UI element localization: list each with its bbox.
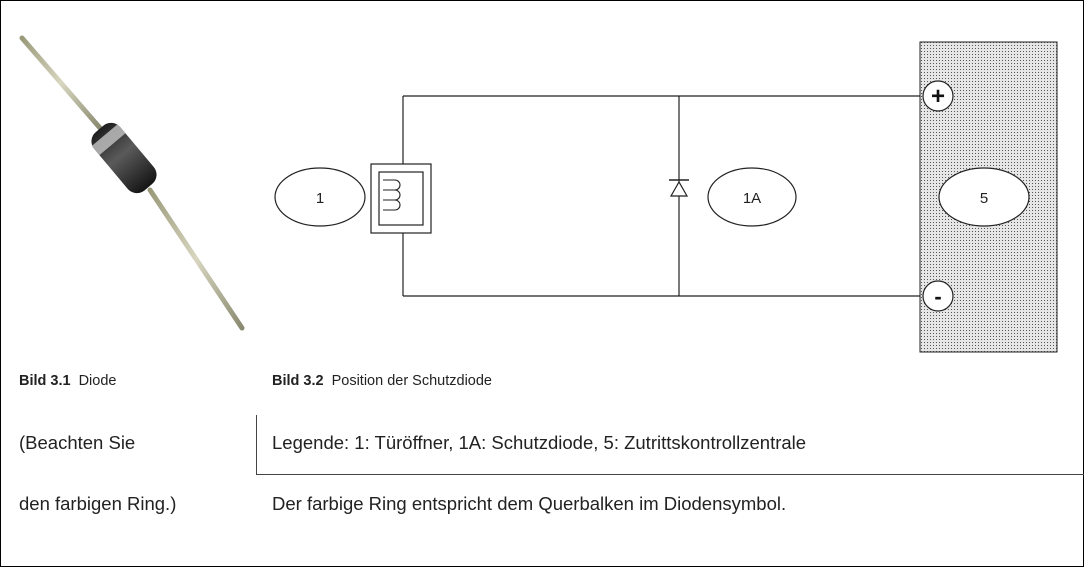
diode-lead-bottom	[147, 187, 245, 331]
label-controller: 5	[938, 167, 1030, 227]
svg-text:-: -	[934, 284, 941, 309]
caption-label: Bild 3.2	[272, 373, 324, 389]
diode-photo	[19, 35, 245, 331]
minus-terminal: -	[922, 280, 954, 312]
svg-text:+: +	[931, 83, 945, 110]
figure-caption-circuit: Bild 3.2 Position der Schutzdiode	[272, 373, 492, 389]
label-diode: 1A	[707, 167, 797, 227]
note-left-line1: (Beachten Sie	[19, 432, 136, 453]
caption-label: Bild 3.1	[19, 373, 71, 389]
diode-lead-top	[19, 35, 103, 131]
svg-text:1A: 1A	[743, 190, 761, 207]
table-divider-vertical	[256, 415, 257, 475]
diode-symbol	[669, 179, 689, 197]
plus-terminal: +	[922, 80, 954, 112]
caption-title: Position der Schutzdiode	[331, 373, 492, 389]
door-opener-symbol	[370, 163, 432, 234]
caption-title: Diode	[78, 373, 117, 389]
ring-note-text: Der farbige Ring entspricht dem Querbalk…	[272, 493, 787, 514]
diode-ring	[91, 124, 126, 156]
diode-body	[91, 122, 157, 194]
circuit-diagram: + - 1 1A 5	[274, 41, 1058, 353]
svg-text:1: 1	[316, 190, 324, 207]
table-divider-horizontal	[256, 474, 1084, 475]
svg-text:5: 5	[980, 190, 988, 207]
note-left-line2: den farbigen Ring.)	[19, 493, 177, 514]
figure-caption-diode: Bild 3.1 Diode	[19, 373, 116, 389]
legend-text: Legende: 1: Türöffner, 1A: Schutzdiode, …	[272, 432, 807, 453]
label-door-opener: 1	[274, 167, 366, 227]
